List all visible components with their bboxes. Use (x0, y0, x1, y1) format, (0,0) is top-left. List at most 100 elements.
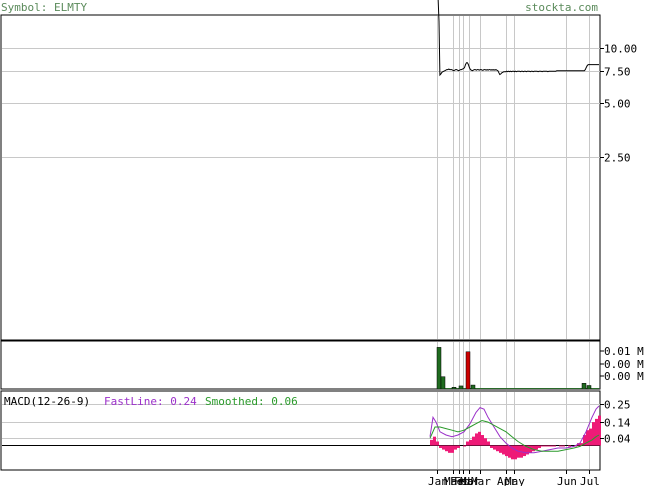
macd-histogram-bar (439, 445, 442, 448)
macd-histogram-bar (541, 445, 544, 447)
price-tick-label: 7.50 (604, 66, 631, 79)
macd-histogram-bar (550, 445, 553, 447)
macd-histogram-bar (523, 445, 526, 457)
macd-tick-label: 0.04 (604, 433, 631, 446)
volume-axis-ticks: 0.01 M0.00 M0.00 M (600, 345, 644, 383)
price-axis-ticks: 10.00 7.50 5.00 2.50 (600, 43, 637, 165)
macd-smoothed-line (429, 419, 600, 452)
x-tick-label: Jan (428, 475, 448, 486)
macd-histogram-bar (487, 441, 490, 446)
macd-histogram-bar (598, 415, 601, 446)
volume-panel: 0.01 M0.00 M0.00 M (0, 340, 644, 390)
macd-histogram-bar (532, 445, 535, 452)
x-tick-label: Feb (454, 475, 474, 486)
macd-label: MACD(12-26-9) (4, 395, 90, 408)
macd-histogram-bar (535, 445, 538, 450)
macd-histogram-bar (568, 445, 571, 447)
volume-bar (458, 385, 464, 390)
x-tick-label: Mar (444, 475, 464, 486)
macd-histogram-bar (466, 441, 469, 446)
price-tick-label: 10.00 (604, 43, 637, 56)
volume-bar (440, 376, 446, 390)
symbol-label: Symbol: ELMTY (1, 1, 87, 14)
macd-histogram-bar (511, 445, 514, 460)
volume-bar (581, 383, 587, 390)
macd-histogram-bar (496, 445, 499, 452)
macd-histogram-bar (508, 445, 511, 458)
price-line (437, 0, 599, 77)
price-grid (2, 48, 600, 158)
macd-histogram-bar (436, 441, 439, 446)
macd-histogram-bar (481, 435, 484, 446)
macd-histogram-bar (457, 445, 460, 448)
macd-histogram-bar (595, 418, 598, 446)
volume-bar (465, 351, 471, 390)
price-tick-label: 5.00 (604, 98, 631, 111)
macd-histogram-bar (529, 445, 532, 453)
x-tick-label: Jul (580, 475, 600, 486)
macd-histogram-bar (553, 445, 556, 447)
macd-fast-line (429, 405, 600, 454)
macd-histogram-bar (454, 445, 457, 450)
volume-tick-label: 0.01 M (604, 345, 644, 358)
macd-axis-ticks: 0.25 0.14 0.04 (600, 399, 631, 446)
macd-tick-label: 0.25 (604, 399, 631, 412)
macd-histogram-bar (583, 435, 586, 446)
volume-tick-label: 0.00 M (604, 358, 644, 371)
volume-bars (436, 347, 599, 390)
macd-histogram-bar (493, 445, 496, 450)
price-panel: 10.00 7.50 5.00 2.50 (0, 0, 637, 341)
macd-histogram-bar (463, 445, 466, 447)
volume-vertical-grid (437, 342, 590, 388)
macd-histogram-bar (547, 445, 550, 447)
macd-histogram-bar (484, 438, 487, 446)
macd-histogram-bar (475, 433, 478, 446)
macd-histogram-bar (589, 428, 592, 446)
macd-histogram-bar (469, 439, 472, 446)
x-tick-label: Jun (557, 475, 577, 486)
macd-histogram-bar (442, 445, 445, 450)
macd-histogram-bar (586, 430, 589, 446)
macd-histogram-bar (559, 445, 562, 447)
volume-tick-label: 0.00 M (604, 370, 644, 383)
price-tick-label: 2.50 (604, 152, 631, 165)
macd-histogram-bar (505, 445, 508, 457)
site-label: stockta.com (525, 1, 598, 14)
macd-histogram-bar (472, 436, 475, 446)
macd-histogram-bar (445, 445, 448, 452)
x-tick-label: Mar (471, 475, 491, 486)
volume-bar (470, 384, 476, 390)
macd-histogram-bar (499, 445, 502, 453)
macd-tick-label: 0.14 (604, 417, 631, 430)
macd-panel: 0.25 0.14 0.04 MACD(12-26-9) FastLine: 0.2… (0, 390, 631, 471)
macd-fastline-label: FastLine: 0.24 (104, 395, 197, 408)
macd-histogram-bar (448, 445, 451, 453)
macd-histogram-bar (580, 443, 583, 446)
volume-panel-frame (0, 340, 601, 390)
price-panel-frame (0, 14, 601, 341)
price-vertical-grid (437, 16, 590, 339)
macd-histogram-bar (544, 445, 547, 447)
macd-histogram-bar (490, 445, 493, 448)
macd-histogram-bar (562, 445, 565, 447)
macd-histogram-bar (526, 445, 529, 455)
macd-histogram-bar (538, 445, 541, 448)
macd-smoothed-label: Smoothed: 0.06 (205, 395, 298, 408)
macd-histogram-bar (514, 445, 517, 460)
macd-panel-frame (0, 390, 601, 471)
x-tick-label: Apr (497, 475, 517, 486)
x-tick-label: Mar (460, 475, 480, 486)
x-tick-label: Feb (450, 475, 470, 486)
volume-bar (436, 347, 442, 390)
macd-histogram-bar (433, 436, 436, 446)
volume-bar (586, 385, 592, 390)
macd-histogram (430, 415, 601, 460)
x-tick-label: May (505, 475, 525, 486)
volume-bar (451, 386, 457, 390)
macd-histogram-bar (478, 431, 481, 446)
macd-histogram-bar (451, 445, 454, 453)
macd-histogram-bar (592, 422, 595, 446)
